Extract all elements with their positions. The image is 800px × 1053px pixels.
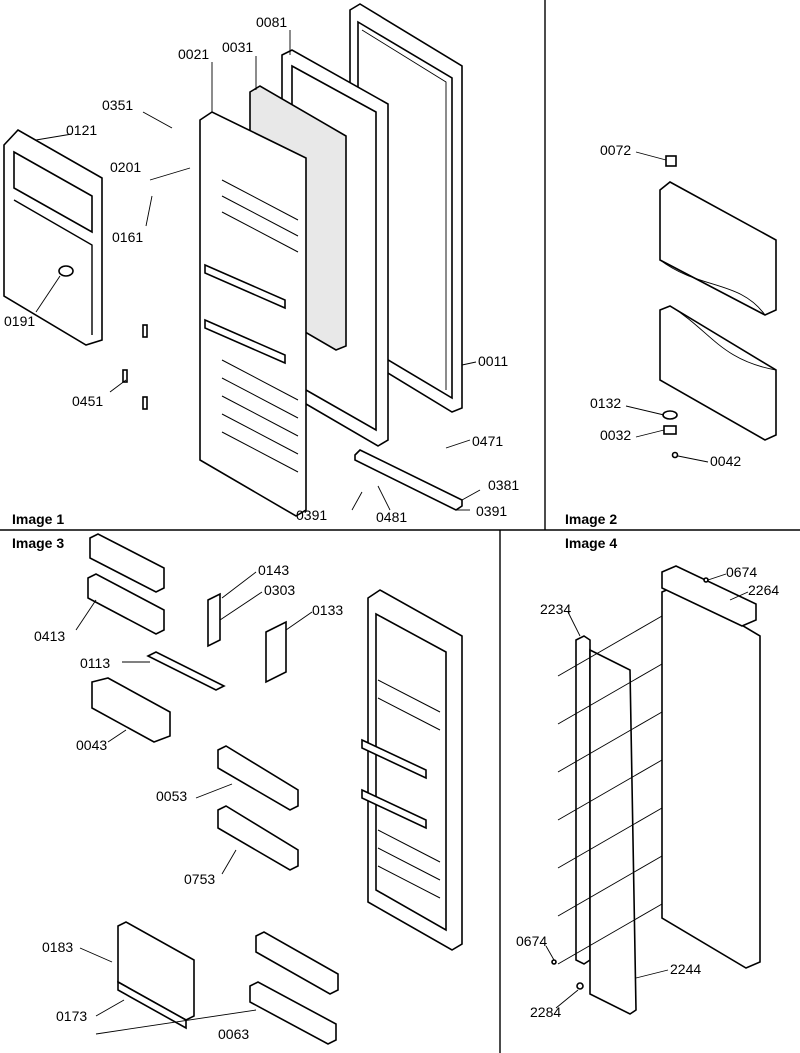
handle-insert-2244 bbox=[589, 648, 637, 1015]
panel-title-image-3: Image 3 bbox=[12, 535, 64, 551]
door-panel-image-4 bbox=[661, 585, 761, 969]
door-shelf-1 bbox=[361, 738, 427, 780]
screw-2284 bbox=[576, 982, 584, 990]
label-0021: 0021 bbox=[178, 46, 209, 62]
label-0351: 0351 bbox=[102, 97, 133, 113]
image-4-illustration: 0674 2264 2234 0674 2244 2284 bbox=[516, 564, 779, 1020]
fresh-food-door-ribs bbox=[377, 679, 441, 899]
screw-0674-upper bbox=[703, 577, 709, 583]
door-foam-top bbox=[659, 181, 777, 316]
label-0063: 0063 bbox=[218, 1026, 249, 1042]
label-0121: 0121 bbox=[66, 122, 97, 138]
outer-door-dots bbox=[361, 29, 447, 390]
door-bin-0053 bbox=[217, 745, 299, 811]
label-0042: 0042 bbox=[710, 453, 741, 469]
bracket-0303 bbox=[207, 592, 221, 648]
label-0173: 0173 bbox=[56, 1008, 87, 1024]
shelf-trim-0113 bbox=[146, 651, 226, 691]
label-0072: 0072 bbox=[600, 142, 631, 158]
label-0391-left: 0391 bbox=[296, 507, 327, 523]
clip-0451 bbox=[122, 369, 128, 383]
label-0451: 0451 bbox=[72, 393, 103, 409]
label-0381: 0381 bbox=[488, 477, 519, 493]
dispenser-frame-window bbox=[13, 150, 93, 234]
bottom-bin-0063 bbox=[249, 981, 337, 1045]
label-2284: 2284 bbox=[530, 1004, 561, 1020]
handle-trim-2234 bbox=[575, 635, 591, 965]
hinge-rod bbox=[354, 449, 463, 511]
label-0081: 0081 bbox=[256, 14, 287, 30]
label-0191: 0191 bbox=[4, 313, 35, 329]
cap-0072 bbox=[665, 155, 677, 167]
hinge-pin-0032 bbox=[663, 425, 677, 435]
screw-0042 bbox=[671, 451, 679, 459]
label-0043: 0043 bbox=[76, 737, 107, 753]
clip-lower bbox=[142, 396, 148, 410]
dispenser-knob bbox=[58, 265, 74, 277]
bushing-0132 bbox=[662, 410, 678, 420]
door-liner bbox=[199, 111, 307, 517]
label-0143: 0143 bbox=[258, 562, 289, 578]
label-0011: 0011 bbox=[478, 353, 508, 369]
label-2244: 2244 bbox=[670, 961, 701, 977]
clip-upper bbox=[142, 324, 148, 338]
label-0031: 0031 bbox=[222, 39, 253, 55]
label-0201: 0201 bbox=[110, 159, 141, 175]
panel-title-image-2: Image 2 bbox=[565, 511, 617, 527]
bottle-holder-base-0173 bbox=[117, 980, 187, 1030]
label-0303: 0303 bbox=[264, 582, 295, 598]
label-0753: 0753 bbox=[184, 871, 215, 887]
door-shelf-2 bbox=[361, 788, 427, 830]
door-foam-bottom bbox=[659, 305, 777, 441]
label-2234: 2234 bbox=[540, 601, 571, 617]
image-2-illustration: 0072 0132 0032 0042 bbox=[590, 142, 777, 469]
label-0674-top: 0674 bbox=[726, 564, 757, 580]
label-0481: 0481 bbox=[376, 509, 407, 525]
label-0133: 0133 bbox=[312, 602, 343, 618]
label-0391-right: 0391 bbox=[476, 503, 507, 519]
top-bin-upper bbox=[89, 533, 165, 593]
label-0183: 0183 bbox=[42, 939, 73, 955]
label-0413: 0413 bbox=[34, 628, 65, 644]
panel-title-image-1: Image 1 bbox=[12, 511, 64, 527]
label-0161: 0161 bbox=[112, 229, 143, 245]
label-0674-bottom: 0674 bbox=[516, 933, 547, 949]
image-3-illustration: 0143 0303 0133 0413 0113 0043 0053 0753 … bbox=[34, 533, 463, 1045]
liner-shelf-1 bbox=[204, 263, 286, 310]
door-foam-break-top bbox=[659, 259, 766, 316]
door-bin-0753 bbox=[217, 805, 299, 871]
bracket-0133 bbox=[265, 620, 287, 684]
screw-0674-lower bbox=[551, 959, 557, 965]
image-1-illustration: 0081 0021 0031 0351 0121 0201 0161 0191 … bbox=[3, 3, 519, 525]
liner-ribs bbox=[221, 179, 299, 473]
label-0113: 0113 bbox=[80, 655, 110, 671]
top-bin-0413 bbox=[87, 573, 165, 635]
dispenser-frame-crossbar bbox=[13, 199, 93, 335]
label-0032: 0032 bbox=[600, 427, 631, 443]
label-2264: 2264 bbox=[748, 582, 779, 598]
label-0471: 0471 bbox=[472, 433, 503, 449]
panel-title-image-4: Image 4 bbox=[565, 535, 617, 551]
door-foam-break-bottom bbox=[669, 305, 777, 371]
label-0132: 0132 bbox=[590, 395, 621, 411]
label-0053: 0053 bbox=[156, 788, 187, 804]
dairy-bin-0043 bbox=[91, 677, 171, 743]
bottom-bin-upper bbox=[255, 931, 339, 995]
liner-shelf-2 bbox=[204, 318, 286, 365]
door-top-cap bbox=[661, 565, 757, 627]
image-4-guide-lines bbox=[557, 615, 663, 965]
